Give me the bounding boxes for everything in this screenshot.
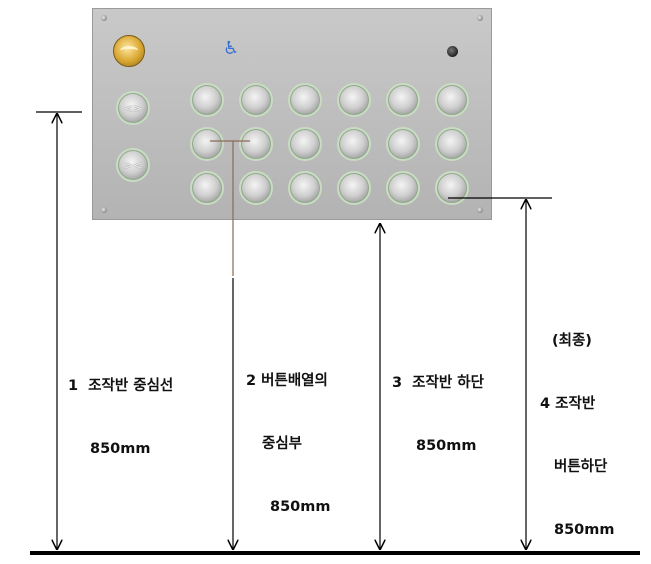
- label-1-value: 850mm: [90, 441, 151, 457]
- label-4-note: (최종): [552, 333, 592, 349]
- floor-button[interactable]: [435, 127, 469, 161]
- floor-button[interactable]: [337, 171, 371, 205]
- label-4-title: 4 조작반: [540, 396, 596, 412]
- bell-icon[interactable]: [113, 35, 145, 67]
- label-3-value: 850mm: [416, 438, 477, 454]
- floor-button[interactable]: [337, 83, 371, 117]
- floor-button[interactable]: [190, 127, 224, 161]
- floor-button[interactable]: [288, 83, 322, 117]
- floor-button[interactable]: [337, 127, 371, 161]
- floor-button[interactable]: [239, 171, 273, 205]
- floor-button[interactable]: [386, 171, 420, 205]
- floor-button[interactable]: [288, 127, 322, 161]
- label-2-value: 850mm: [270, 499, 331, 515]
- led-indicator-icon: [447, 46, 458, 57]
- label-2: 2 버튼배열의 중심부 850mm: [246, 329, 331, 539]
- screw-icon: [477, 207, 483, 213]
- floor-button[interactable]: [288, 171, 322, 205]
- close-door-button[interactable]: ><: [116, 148, 150, 182]
- screw-icon: [477, 15, 483, 21]
- label-4: (최종) 4 조작반 버튼하단 850mm: [540, 289, 615, 562]
- floor-button[interactable]: [190, 83, 224, 117]
- label-2-subtitle: 중심부: [262, 436, 303, 452]
- control-panel: ♿ <> ><: [92, 8, 492, 220]
- label-2-title: 2 버튼배열의: [246, 373, 328, 389]
- wheelchair-icon: ♿: [223, 38, 240, 59]
- screw-icon: [101, 207, 107, 213]
- floor-button[interactable]: [190, 171, 224, 205]
- floor-button[interactable]: [435, 171, 469, 205]
- floor-button[interactable]: [386, 127, 420, 161]
- screw-icon: [101, 15, 107, 21]
- label-3: 3 조작반 하단 850mm: [392, 331, 484, 478]
- label-4-value: 850mm: [554, 522, 615, 538]
- label-1-title: 1 조작반 중심선: [68, 378, 174, 394]
- label-1: 1 조작반 중심선 850mm: [68, 334, 173, 481]
- open-door-icon: <>: [123, 101, 143, 115]
- label-4-subtitle: 버튼하단: [554, 459, 608, 475]
- open-door-button[interactable]: <>: [116, 91, 150, 125]
- floor-button[interactable]: [435, 83, 469, 117]
- floor-button[interactable]: [239, 127, 273, 161]
- close-door-icon: ><: [123, 158, 143, 172]
- floor-button[interactable]: [386, 83, 420, 117]
- label-3-title: 3 조작반 하단: [392, 375, 484, 391]
- floor-button[interactable]: [239, 83, 273, 117]
